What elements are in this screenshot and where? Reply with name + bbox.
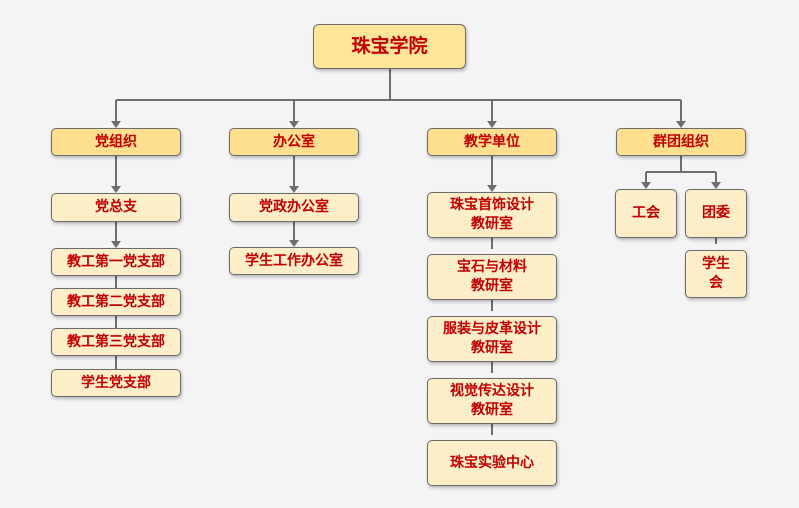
node-student-union: 学生 会 [685,250,747,298]
node-student-branch: 学生党支部 [51,369,181,397]
arrowhead [676,121,686,128]
root-node: 珠宝学院 [313,24,466,69]
node-jewelry-lab-center: 珠宝实验中心 [427,440,557,486]
node-office: 办公室 [229,128,359,156]
arrowhead [111,241,121,248]
node-teaching-units: 教学单位 [427,128,557,156]
node-student-affairs-office: 学生工作办公室 [229,247,359,275]
node-fashion-leather-section: 服装与皮革设计 教研室 [427,316,557,362]
node-admin-office: 党政办公室 [229,193,359,222]
arrowhead [487,121,497,128]
arrowhead [111,186,121,193]
arrowhead [641,182,651,189]
node-labor-union: 工会 [615,189,677,238]
node-staff-branch-1: 教工第一党支部 [51,248,181,276]
arrowhead [289,186,299,193]
node-visual-design-section: 视觉传达设计 教研室 [427,378,557,424]
node-staff-branch-2: 教工第二党支部 [51,288,181,316]
node-gem-materials-section: 宝石与材料 教研室 [427,254,557,300]
node-youth-league: 团委 [685,189,747,238]
arrowhead [289,121,299,128]
node-mass-organizations: 群团组织 [616,128,746,156]
node-staff-branch-3: 教工第三党支部 [51,328,181,356]
node-jewelry-design-section: 珠宝首饰设计 教研室 [427,192,557,238]
arrowhead [711,182,721,189]
arrowhead [487,185,497,192]
node-party-organization: 党组织 [51,128,181,156]
arrowhead [111,121,121,128]
arrowhead [289,240,299,247]
node-general-branch: 党总支 [51,193,181,222]
